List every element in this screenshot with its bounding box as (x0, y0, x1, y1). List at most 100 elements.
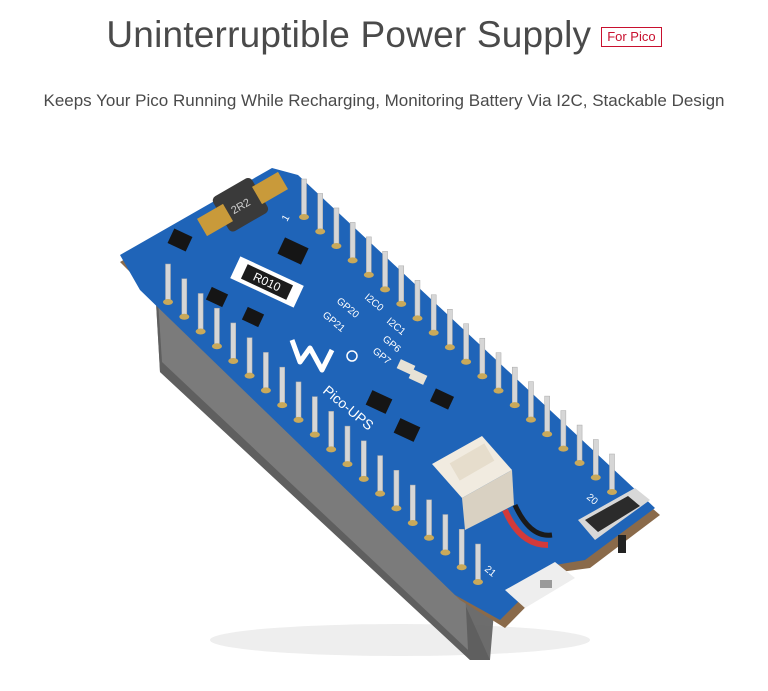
top-row-pin-16 (544, 395, 550, 435)
battery-connector (432, 436, 514, 530)
resistor-body (240, 264, 294, 300)
top-row-pin-3 (333, 207, 340, 247)
bottom-row-pin-20 (475, 543, 481, 583)
top-row-pad-3 (331, 242, 342, 249)
chip-1 (167, 228, 193, 252)
top-row-pin-14 (511, 366, 518, 406)
top-row-pad-4 (347, 257, 358, 264)
bottom-row-pad-18 (440, 549, 451, 556)
smd-part-1 (396, 359, 416, 375)
battery-wire-black (512, 503, 553, 538)
bottom-row-pin-18 (442, 514, 449, 553)
bottom-row-pin-16 (409, 484, 416, 524)
page-subtitle: Keeps Your Pico Running While Recharging… (43, 91, 725, 110)
top-row-pin-13 (495, 352, 502, 391)
top-row-pin-2 (317, 193, 323, 232)
top-row-pad-11 (461, 358, 472, 365)
bottom-row-pad-15 (391, 505, 402, 512)
top-row-pad-18 (574, 460, 585, 467)
bottom-row-pad-14 (375, 490, 386, 497)
top-row-pin-18 (576, 424, 583, 464)
bottom-row-pad-12 (342, 461, 353, 468)
bottom-row-pin-15 (393, 470, 400, 509)
pin-header-face (158, 300, 468, 650)
bottom-row-pad-16 (407, 520, 418, 527)
bottom-row-pad-8 (277, 402, 288, 409)
bottom-row-pad-3 (195, 328, 206, 335)
top-row-pad-10 (444, 344, 455, 351)
bottom-row-pin-3 (197, 293, 204, 332)
bottom-row-pin-9 (295, 381, 302, 421)
bottom-row-pad-19 (456, 564, 467, 571)
bottom-row-pin-13 (361, 440, 367, 480)
page-title: Uninterruptible Power Supply (106, 14, 592, 55)
top-row-pad-14 (509, 402, 520, 409)
capacitor-1 (252, 171, 288, 205)
bottom-row-pin-7 (263, 352, 269, 391)
chip-3 (205, 286, 229, 308)
connector-latch (540, 580, 552, 588)
bottom-row-pin-5 (230, 322, 237, 362)
bottom-row-pad-9 (293, 416, 304, 423)
top-row-pad-1 (299, 214, 309, 220)
bottom-row-pin-17 (426, 499, 432, 539)
smd-part-2 (408, 369, 428, 385)
top-row-pin-9 (430, 294, 437, 334)
top-row-pin-20 (609, 453, 615, 493)
top-row-pin-15 (528, 381, 534, 420)
for-pico-badge: For Pico (601, 27, 662, 47)
top-row-pin-6 (382, 251, 388, 290)
top-row-pin-11 (463, 323, 469, 362)
top-row-pin-17 (560, 410, 567, 449)
bottom-row-pad-2 (179, 313, 190, 320)
bottom-row-pin-4 (214, 307, 220, 347)
header-pins (163, 178, 617, 585)
bottom-row-pad-13 (358, 475, 369, 482)
bottom-row-pin-8 (279, 366, 285, 406)
top-row-pad-9 (428, 329, 439, 336)
top-row-pin-19 (593, 439, 599, 478)
top-row-pad-8 (412, 315, 423, 322)
chip-7 (429, 388, 455, 410)
top-row-pin-12 (479, 337, 486, 377)
top-row-pin-4 (349, 222, 356, 261)
top-row-pad-5 (363, 271, 374, 278)
bottom-row-pad-20 (473, 579, 483, 585)
top-row-pad-17 (558, 445, 569, 452)
top-row-pad-7 (396, 300, 407, 307)
bottom-row-pad-10 (309, 431, 320, 438)
chip-6 (393, 418, 421, 442)
top-row-pad-15 (525, 416, 536, 423)
top-row-pad-16 (542, 431, 553, 438)
power-switch (578, 488, 650, 553)
top-row-pad-2 (315, 228, 326, 235)
chip-4 (241, 306, 265, 328)
bottom-row-pad-7 (260, 387, 271, 394)
top-row-pin-5 (366, 236, 372, 276)
bottom-row-pin-10 (312, 396, 318, 435)
bottom-row-pin-12 (344, 425, 351, 465)
top-row-pad-13 (493, 387, 504, 394)
bottom-row-pin-11 (328, 411, 334, 450)
top-row-pin-8 (414, 280, 421, 319)
bottom-row-pad-6 (244, 372, 255, 379)
top-row-pin-10 (447, 309, 453, 348)
bottom-row-pin-19 (458, 529, 465, 568)
top-row-pad-19 (590, 474, 601, 481)
battery-wire-red (502, 508, 549, 548)
bottom-row-pad-4 (211, 343, 222, 350)
board-shadow (210, 624, 590, 656)
capacitor-2 (197, 203, 233, 237)
pin1-label: 1 (280, 213, 293, 224)
bottom-row-pad-1 (163, 299, 173, 305)
bottom-row-pad-5 (228, 357, 239, 364)
chip-5 (365, 390, 393, 414)
top-row-pad-6 (380, 286, 391, 293)
bottom-row-pin-1 (165, 263, 171, 303)
header: Uninterruptible Power Supply For Pico (0, 14, 768, 56)
bottom-row-pad-17 (424, 534, 435, 541)
top-row-pad-20 (607, 489, 617, 495)
bottom-row-pin-14 (377, 455, 383, 494)
top-row-pad-12 (477, 373, 488, 380)
